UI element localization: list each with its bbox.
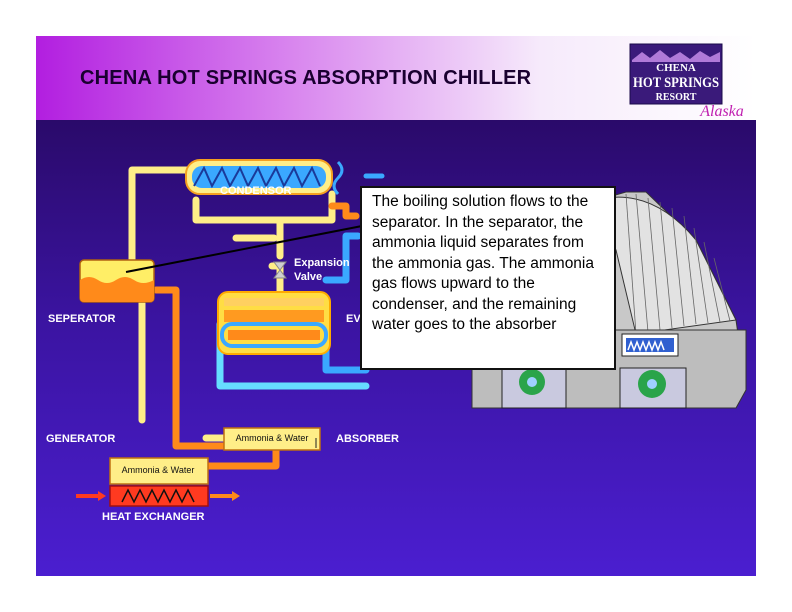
slide: CHENA HOT SPRINGS ABSORPTION CHILLER CHE… <box>36 36 756 576</box>
evaporator-tank <box>217 291 331 355</box>
condensor-label: CONDENSOR <box>220 185 292 197</box>
absorber-label: ABSORBER <box>336 433 399 445</box>
fan-icon <box>638 370 666 398</box>
absorber-tank: Ammonia & Water <box>223 427 321 451</box>
expansion-label-line2: Valve <box>294 271 322 283</box>
generator-label: GENERATOR <box>46 433 115 445</box>
pipes-orange <box>152 202 360 470</box>
condensor-coil <box>185 159 344 196</box>
absorber-tank-label: Ammonia & Water <box>236 433 309 443</box>
heat-exchanger <box>76 485 240 507</box>
logo-line1: CHENA <box>656 62 696 74</box>
expansion-label-line1: Expansion <box>294 257 350 269</box>
seperator-label: SEPERATOR <box>48 313 115 325</box>
callout-box: The boiling solution flows to the separa… <box>360 186 616 370</box>
evaporator-label-partial: EV <box>346 313 361 325</box>
resort-logo: CHENA HOT SPRINGS RESORT Alaska <box>629 43 744 120</box>
slide-header: CHENA HOT SPRINGS ABSORPTION CHILLER CHE… <box>36 36 756 120</box>
slide-title: CHENA HOT SPRINGS ABSORPTION CHILLER <box>80 67 532 89</box>
callout-pointer <box>125 225 363 273</box>
fan-icon <box>519 369 545 395</box>
generator-tank: Ammonia & Water <box>109 457 209 485</box>
logo-line2: HOT SPRINGS <box>633 75 719 91</box>
generator-tank-label: Ammonia & Water <box>122 465 195 475</box>
separator-tank <box>79 259 155 303</box>
logo-line3: RESORT <box>656 92 697 103</box>
expansion-valve-icon <box>273 261 287 279</box>
logo-line4: Alaska <box>699 103 744 120</box>
heat-exchanger-label: HEAT EXCHANGER <box>102 511 205 523</box>
